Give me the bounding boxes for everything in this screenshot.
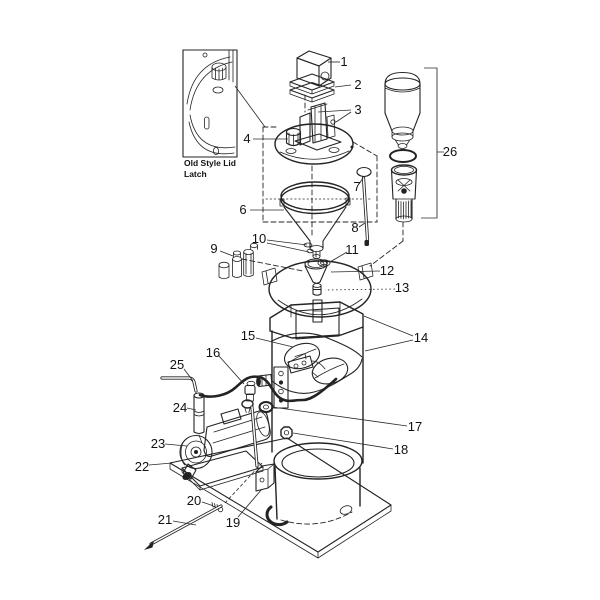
inset-border (182, 49, 238, 158)
part-19-bracket (250, 405, 275, 492)
callout-1: 1 (340, 54, 347, 69)
callout-22: 22 (135, 459, 149, 474)
alignment-dashes (262, 94, 404, 267)
part-21-rod (144, 504, 223, 550)
part-16-valve-manifold (241, 353, 326, 413)
leader-lines (148, 61, 444, 526)
callout-20: 20 (187, 493, 201, 508)
callout-24: 24 (173, 400, 187, 415)
part-18-drain-nut (280, 426, 293, 440)
part-22-base-plate (169, 437, 392, 559)
callout-3: 3 (354, 102, 361, 117)
part-3-latch-tower (294, 102, 342, 151)
part-4-knob (285, 127, 302, 147)
callout-23: 23 (151, 436, 165, 451)
callout-14: 14 (414, 330, 428, 345)
drain-elbow (265, 505, 289, 527)
callout-21: 21 (158, 512, 172, 527)
part-12-insert (304, 258, 328, 284)
part-26-bracket (421, 67, 444, 219)
inset-old-style-lid-latch: Old Style Lid Latch (182, 49, 266, 179)
part-26-column (384, 71, 421, 223)
part-1-cover (296, 50, 332, 87)
feed-hose (198, 375, 338, 403)
callout-15: 15 (241, 328, 255, 343)
callout-10: 10 (252, 231, 266, 246)
callout-11: 11 (345, 242, 359, 257)
tank-lower-section (265, 442, 363, 527)
part-24-check-valve (193, 392, 205, 444)
callout-13: 13 (395, 280, 409, 295)
callout-17: 17 (408, 419, 422, 434)
part-13-plug (312, 283, 322, 296)
part-23-pump (179, 408, 271, 504)
part-9-fittings (218, 242, 304, 280)
callout-labels: 1234678910111213141516171819202122232425… (135, 54, 457, 530)
callout-25: 25 (170, 357, 184, 372)
alignment-dash-fittings (241, 258, 304, 272)
callout-8: 8 (351, 220, 358, 235)
callout-12: 12 (380, 263, 394, 278)
part-25-tubing (160, 376, 198, 393)
part-26-oring (389, 149, 417, 163)
part-7-8-dip-rod (356, 166, 372, 246)
inset-connector-line (234, 85, 266, 128)
callout-2: 2 (354, 77, 361, 92)
part-4-lid-assembly (274, 102, 354, 165)
inset-caption-line2: Latch (184, 169, 207, 179)
callout-4: 4 (243, 131, 250, 146)
part-14-band-and-tank (269, 301, 364, 464)
callout-9: 9 (210, 241, 217, 256)
callout-6: 6 (239, 202, 246, 217)
callout-26: 26 (443, 144, 457, 159)
tank-dome (261, 260, 374, 323)
callout-19: 19 (226, 515, 240, 530)
callout-18: 18 (394, 442, 408, 457)
callout-16: 16 (206, 345, 220, 360)
bolt-axis-dash (224, 462, 263, 504)
part-6-funnel (265, 181, 371, 259)
callout-7: 7 (353, 179, 360, 194)
inset-caption-line1: Old Style Lid (184, 158, 236, 168)
part-15-floats (283, 342, 349, 385)
